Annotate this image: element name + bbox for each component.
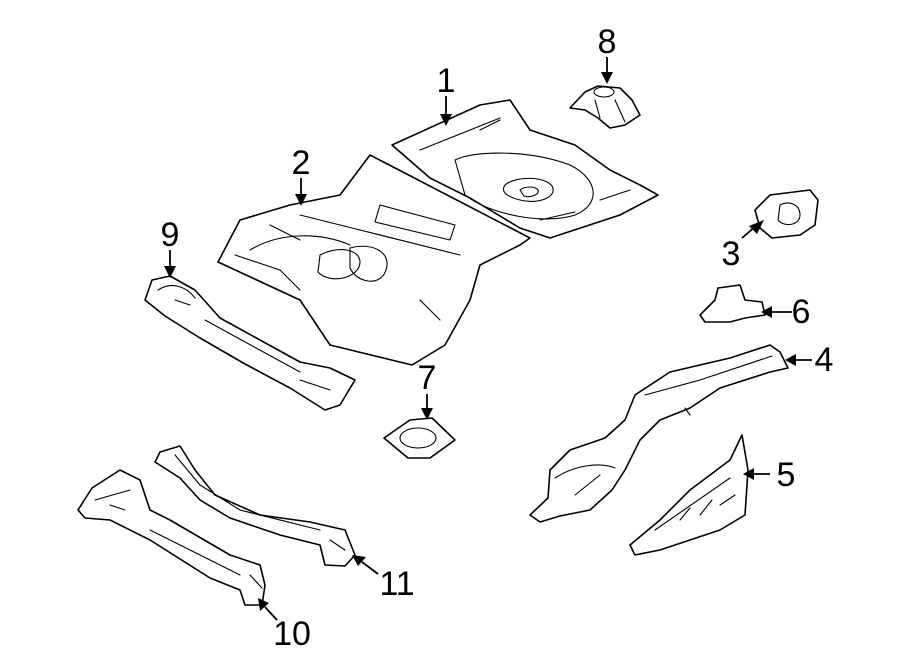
callout-11: 11 (379, 565, 414, 603)
callout-7: 7 (418, 359, 437, 397)
callout-10: 10 (273, 615, 311, 653)
part-2-front-floor-pan[interactable] (217, 154, 531, 366)
part-3-small-panel[interactable] (754, 189, 819, 239)
callout-labels: 1 2 3 4 5 6 7 8 9 10 11 (161, 23, 834, 653)
callout-3: 3 (722, 235, 741, 273)
callout-9: 9 (161, 216, 180, 254)
part-10-side-member[interactable] (77, 469, 266, 606)
part-5-rear-side-sill[interactable] (629, 434, 749, 556)
part-11-side-member[interactable] (154, 445, 356, 567)
leader-lines (164, 57, 812, 621)
part-8-mount-bracket[interactable] (569, 85, 641, 129)
part-4-rear-side-rail[interactable] (529, 344, 789, 523)
callout-8: 8 (598, 23, 617, 61)
callout-4: 4 (815, 341, 834, 379)
part-1-rear-floor-pan[interactable] (391, 99, 659, 239)
callout-5: 5 (777, 456, 796, 494)
callout-1: 1 (437, 62, 456, 100)
part-9-front-crossmember[interactable] (144, 275, 356, 411)
callout-6: 6 (792, 293, 811, 331)
part-7-floor-plug[interactable] (383, 417, 456, 459)
callout-2: 2 (292, 144, 311, 182)
part-6-small-bracket[interactable] (699, 284, 766, 323)
